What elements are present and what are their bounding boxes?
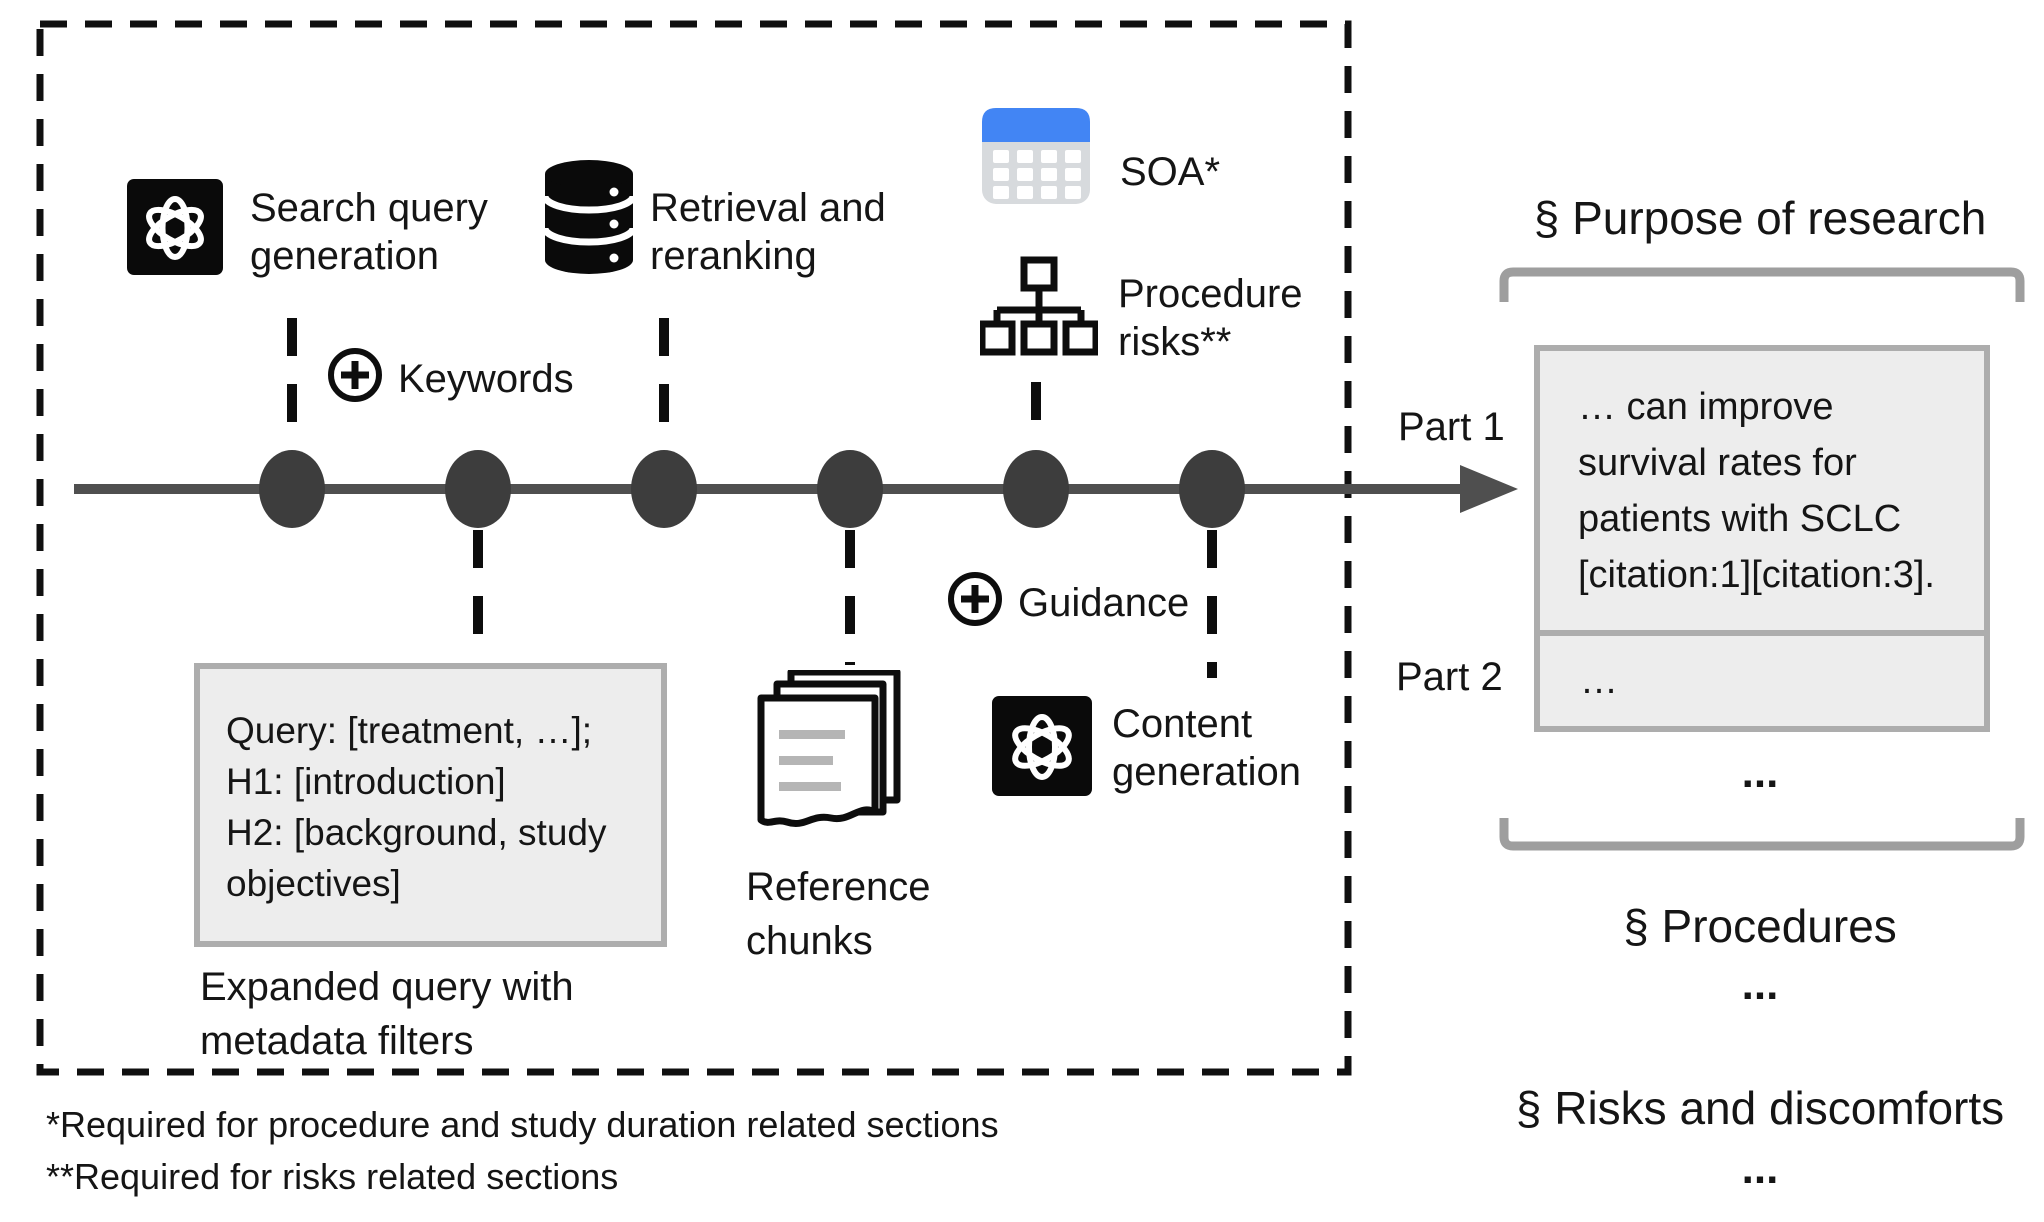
- risks-discomforts-heading: § Risks and discomforts: [1515, 1082, 2005, 1134]
- section-bracket-top: [1499, 267, 2025, 302]
- timeline-node: [259, 450, 325, 528]
- expanded-query-caption: Expanded query with metadata filters: [200, 965, 574, 1063]
- purpose-of-research-heading: § Purpose of research: [1533, 192, 1987, 244]
- timeline-node: [1179, 450, 1245, 528]
- footnote-soa: *Required for procedure and study durati…: [46, 1104, 999, 1145]
- ellipsis-more-sections: ...: [1741, 1144, 1779, 1193]
- expanded-query-box: Query: [treatment, …]; H1: [introduction…: [194, 663, 667, 947]
- content-generation-label: Content generation: [1112, 702, 1302, 794]
- reference-chunks-documents-icon: [753, 670, 905, 848]
- part1-label: Part 1: [1398, 405, 1505, 449]
- section-bracket-bottom: [1499, 818, 2025, 851]
- part2-output-text: …: [1580, 660, 1618, 702]
- part1-output-text: … can improve survival rates for patient…: [1578, 386, 1935, 652]
- openai-logo-icon: [127, 179, 223, 275]
- ellipsis-more-parts: ...: [1741, 748, 1779, 797]
- soa-calendar-icon: [980, 106, 1092, 208]
- keywords-plus-icon: [327, 347, 383, 403]
- guidance-label: Guidance: [1018, 581, 1190, 625]
- pipeline-dashed-border: [36, 20, 1352, 1076]
- soa-label: SOA*: [1120, 150, 1221, 194]
- reference-chunks-label: Reference chunks: [746, 865, 931, 963]
- part2-label: Part 2: [1396, 655, 1503, 699]
- timeline-node: [631, 450, 697, 528]
- openai-logo-icon: [992, 696, 1092, 796]
- database-icon: [541, 156, 637, 284]
- ellipsis-more-content: ...: [1741, 960, 1779, 1009]
- timeline-arrowhead: [1460, 465, 1518, 513]
- timeline-node: [817, 450, 883, 528]
- retrieval-reranking-label: Retrieval and reranking: [650, 186, 886, 278]
- procedure-risks-label: Procedure risks**: [1118, 272, 1303, 364]
- guidance-plus-icon: [947, 571, 1003, 627]
- part1-output-box: … can improve survival rates for patient…: [1534, 345, 1990, 660]
- procedures-heading: § Procedures: [1623, 900, 1897, 952]
- expanded-query-text: Query: [treatment, …]; H1: [introduction…: [226, 710, 607, 904]
- part2-output-box: …: [1534, 630, 1990, 732]
- timeline-node: [445, 450, 511, 528]
- footnote-risks: **Required for risks related sections: [46, 1156, 619, 1197]
- procedure-risks-tree-icon: [980, 256, 1098, 360]
- timeline-node: [1003, 450, 1069, 528]
- search-query-generation-label: Search query generation: [250, 186, 488, 278]
- keywords-label: Keywords: [398, 357, 574, 401]
